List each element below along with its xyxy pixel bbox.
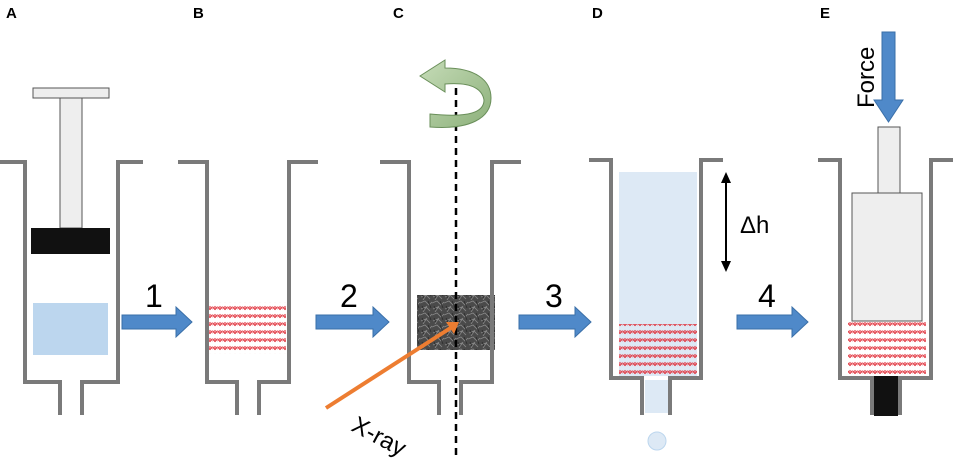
piston-head: [851, 192, 923, 322]
panel-a-syringe: [0, 87, 143, 415]
panel-d-flow: Δh: [589, 158, 769, 451]
barrel-e: [818, 158, 953, 415]
step-arrow-2: 2: [315, 278, 390, 339]
plunger-handle: [32, 87, 110, 99]
step-arrow-1: 1: [121, 278, 193, 339]
xray-arrowhead-icon: [446, 322, 459, 334]
force-label: Force: [853, 47, 880, 108]
liquid-drop: [647, 431, 667, 451]
step-number-4: 4: [758, 278, 776, 314]
xray-beam: [324, 325, 454, 410]
force-arrow-icon: [873, 31, 904, 123]
height-arrow-down-icon: [721, 261, 731, 272]
panel-e-compression: Force: [818, 31, 953, 416]
rotation-arrow-icon: [419, 59, 492, 128]
barrel-d: [589, 158, 723, 415]
panel-letter-d: D: [592, 5, 603, 22]
step-number-2: 2: [340, 278, 358, 314]
barrel-b: [178, 160, 318, 415]
compressed-mesh: [848, 322, 926, 374]
panel-letter-e: E: [820, 5, 830, 22]
panel-letter-b: B: [193, 5, 204, 22]
plunger-rod: [59, 97, 83, 229]
outlet-liquid: [645, 380, 669, 413]
step-number-3: 3: [545, 278, 563, 314]
step-number-1: 1: [145, 278, 163, 314]
step-arrow-3: 3: [518, 278, 592, 339]
mesh-sample: [208, 302, 286, 354]
height-arrow-up-icon: [721, 172, 731, 183]
liquid-volume: [33, 303, 108, 355]
piston-rod: [877, 126, 901, 194]
panel-letter-c: C: [393, 5, 404, 22]
step-arrow-4: 4: [736, 278, 809, 339]
syringe-barrel: [0, 160, 143, 415]
panel-letter-a: A: [6, 5, 17, 22]
liquid-column: [619, 172, 697, 324]
outlet-plug: [874, 376, 898, 416]
mesh-sample-d: [619, 324, 697, 376]
panel-b-barrel: [178, 160, 318, 415]
barrel-c: [380, 160, 521, 415]
delta-h-label: Δh: [740, 212, 769, 239]
plunger-seal: [31, 228, 110, 254]
xray-label: X-ray: [347, 411, 410, 459]
panel-c-scan: X-ray: [324, 59, 521, 459]
